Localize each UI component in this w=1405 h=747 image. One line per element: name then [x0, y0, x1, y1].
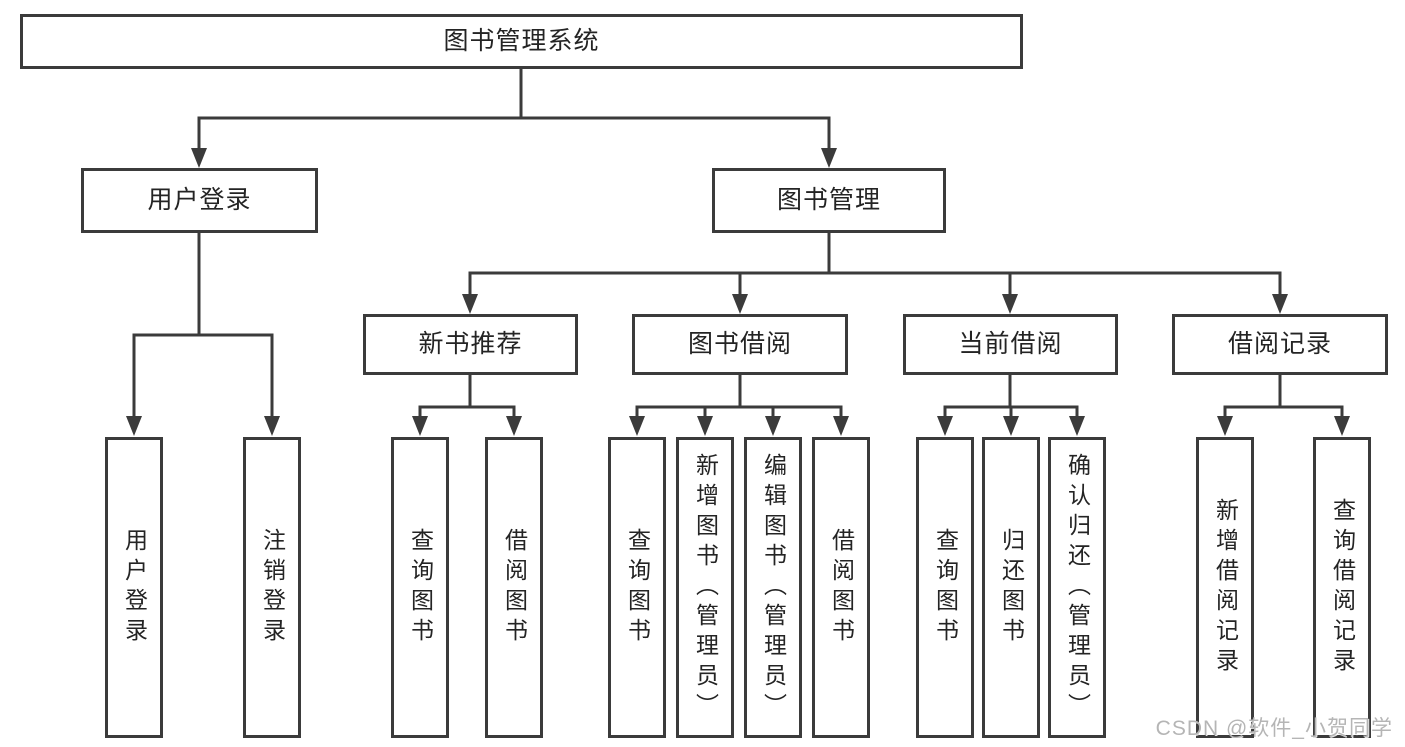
- leaf-query-books-borrow-label: 查询图书: [624, 527, 651, 648]
- leaf-borrow-books-recommend-label: 借阅图书: [501, 527, 528, 648]
- leaf-query-books-recommend: 查询图书: [391, 437, 449, 738]
- leaf-add-books-admin-label: 新增图书（管理员）: [692, 452, 719, 723]
- leaf-borrow-books-label: 借阅图书: [828, 527, 855, 648]
- node-library-management-system-label: 图书管理系统: [443, 27, 600, 55]
- leaf-query-books-borrow: 查询图书: [608, 437, 666, 738]
- node-book-management-label: 图书管理: [776, 186, 881, 214]
- node-book-borrow-label: 图书借阅: [687, 330, 792, 358]
- leaf-add-borrow-record-label: 新增借阅记录: [1212, 497, 1239, 678]
- leaf-confirm-return-admin-label: 确认归还（管理员）: [1064, 452, 1091, 723]
- node-new-book-recommend-label: 新书推荐: [418, 330, 523, 358]
- node-book-management: 图书管理: [712, 168, 946, 233]
- leaf-edit-books-admin-label: 编辑图书（管理员）: [760, 452, 787, 723]
- csdn-watermark: CSDN @软件_小贺同学: [1155, 717, 1393, 740]
- leaf-return-books: 归还图书: [982, 437, 1040, 738]
- node-new-book-recommend: 新书推荐: [363, 314, 578, 375]
- leaf-edit-books-admin: 编辑图书（管理员）: [744, 437, 802, 738]
- leaf-logout-label: 注销登录: [259, 527, 286, 648]
- leaf-add-books-admin: 新增图书（管理员）: [676, 437, 734, 738]
- node-current-borrow-label: 当前借阅: [958, 330, 1063, 358]
- node-borrow-records-label: 借阅记录: [1227, 330, 1332, 358]
- leaf-query-books-recommend-label: 查询图书: [407, 527, 434, 648]
- leaf-confirm-return-admin: 确认归还（管理员）: [1048, 437, 1106, 738]
- node-library-management-system: 图书管理系统: [20, 14, 1023, 69]
- leaf-borrow-books: 借阅图书: [812, 437, 870, 738]
- leaf-query-books-current-label: 查询图书: [932, 527, 959, 648]
- node-borrow-records: 借阅记录: [1172, 314, 1388, 375]
- node-current-borrow: 当前借阅: [903, 314, 1118, 375]
- leaf-return-books-label: 归还图书: [998, 527, 1025, 648]
- leaf-query-borrow-record-label: 查询借阅记录: [1329, 497, 1356, 678]
- leaf-user-login-label: 用户登录: [121, 527, 148, 648]
- node-user-login-label: 用户登录: [147, 186, 252, 214]
- leaf-user-login: 用户登录: [105, 437, 163, 738]
- node-book-borrow: 图书借阅: [632, 314, 848, 375]
- leaf-query-books-current: 查询图书: [916, 437, 974, 738]
- leaf-add-borrow-record: 新增借阅记录: [1196, 437, 1254, 738]
- node-user-login: 用户登录: [81, 168, 318, 233]
- leaf-query-borrow-record: 查询借阅记录: [1313, 437, 1371, 738]
- leaf-logout: 注销登录: [243, 437, 301, 738]
- leaf-borrow-books-recommend: 借阅图书: [485, 437, 543, 738]
